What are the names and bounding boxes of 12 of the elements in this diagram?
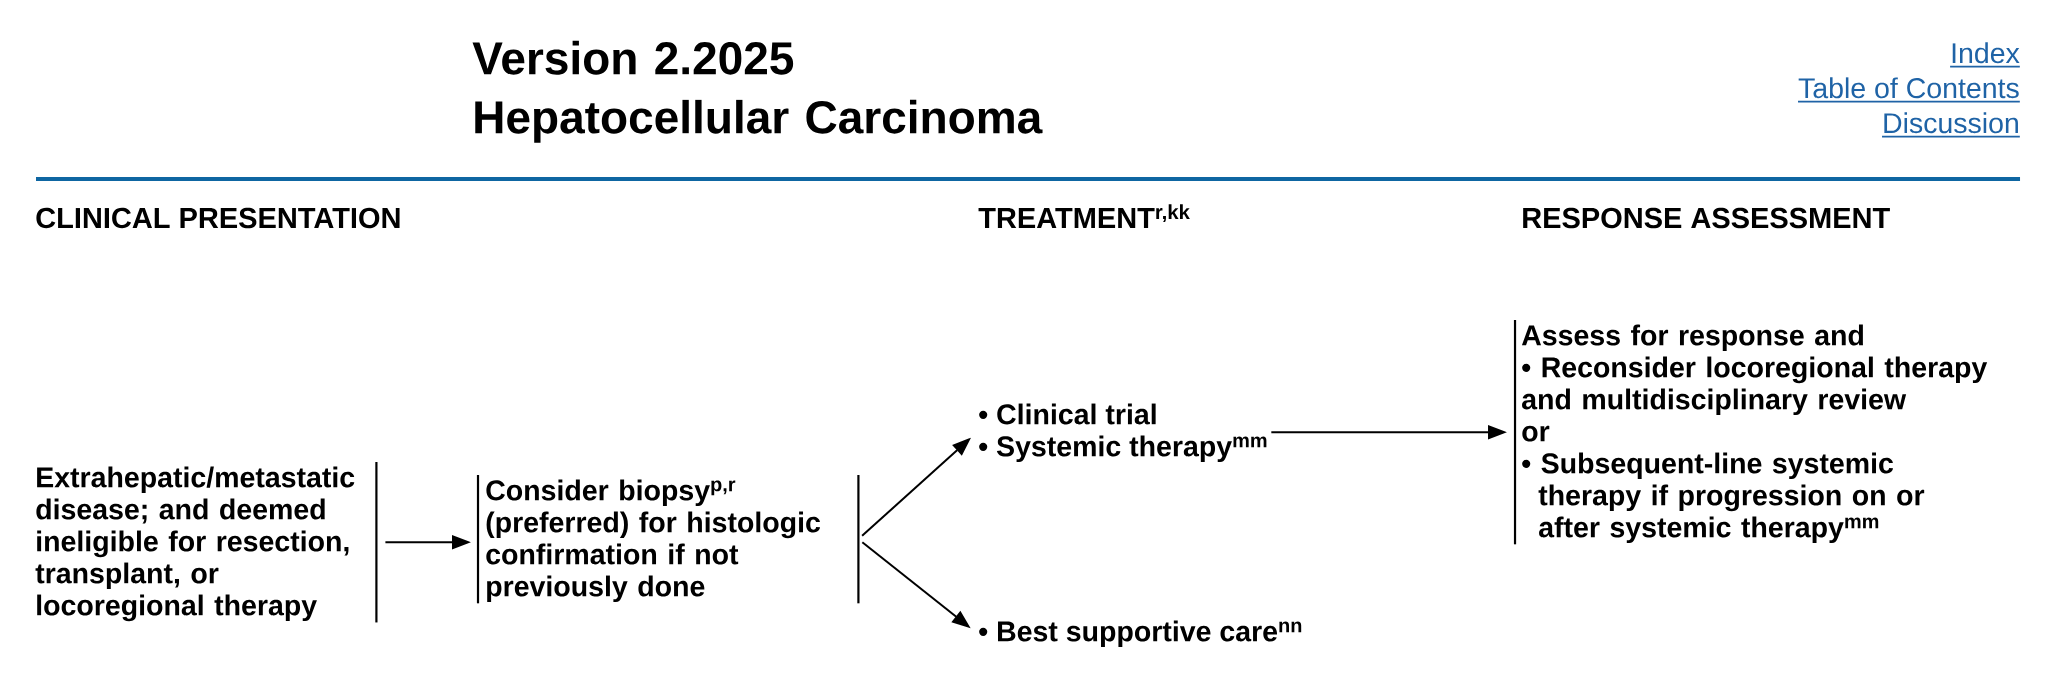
bracketed-text: Consider biopsy$^{p,r}$ (preferred) for histologic confirmation if not previously done — [476, 475, 860, 604]
bracketed-text: Assess for response and • Reconsider locoregional therapy and multidisciplinary review or • Subsequent-line systemic therapy if progression on or after systemic therapy$^{mm}$ — [1513, 320, 1988, 545]
column-heading: CLINICAL PRESENTATION — [36, 207, 400, 229]
link: Discussion — [1881, 112, 2021, 138]
link: Index — [1949, 42, 2021, 68]
title: Version 2.2025 Hepatocellular Carcinoma — [472, 40, 1043, 143]
link: Table of Contents — [1797, 77, 2021, 103]
column-heading: TREATMENT$^{r,kk}$ — [978, 204, 1190, 228]
column-heading: RESPONSE ASSESSMENT — [1523, 207, 1890, 229]
bracketed-text: Extrahepatic/metastatic disease; and deemed ineligible for resection, transplant, or locoregional therapy — [35, 462, 378, 623]
bullet-list: • Clinical trial • Systemic therapy$^{mm}$ — [979, 403, 1267, 463]
bullet-list: • Best supportive care$^{nn}$ — [979, 620, 1302, 648]
